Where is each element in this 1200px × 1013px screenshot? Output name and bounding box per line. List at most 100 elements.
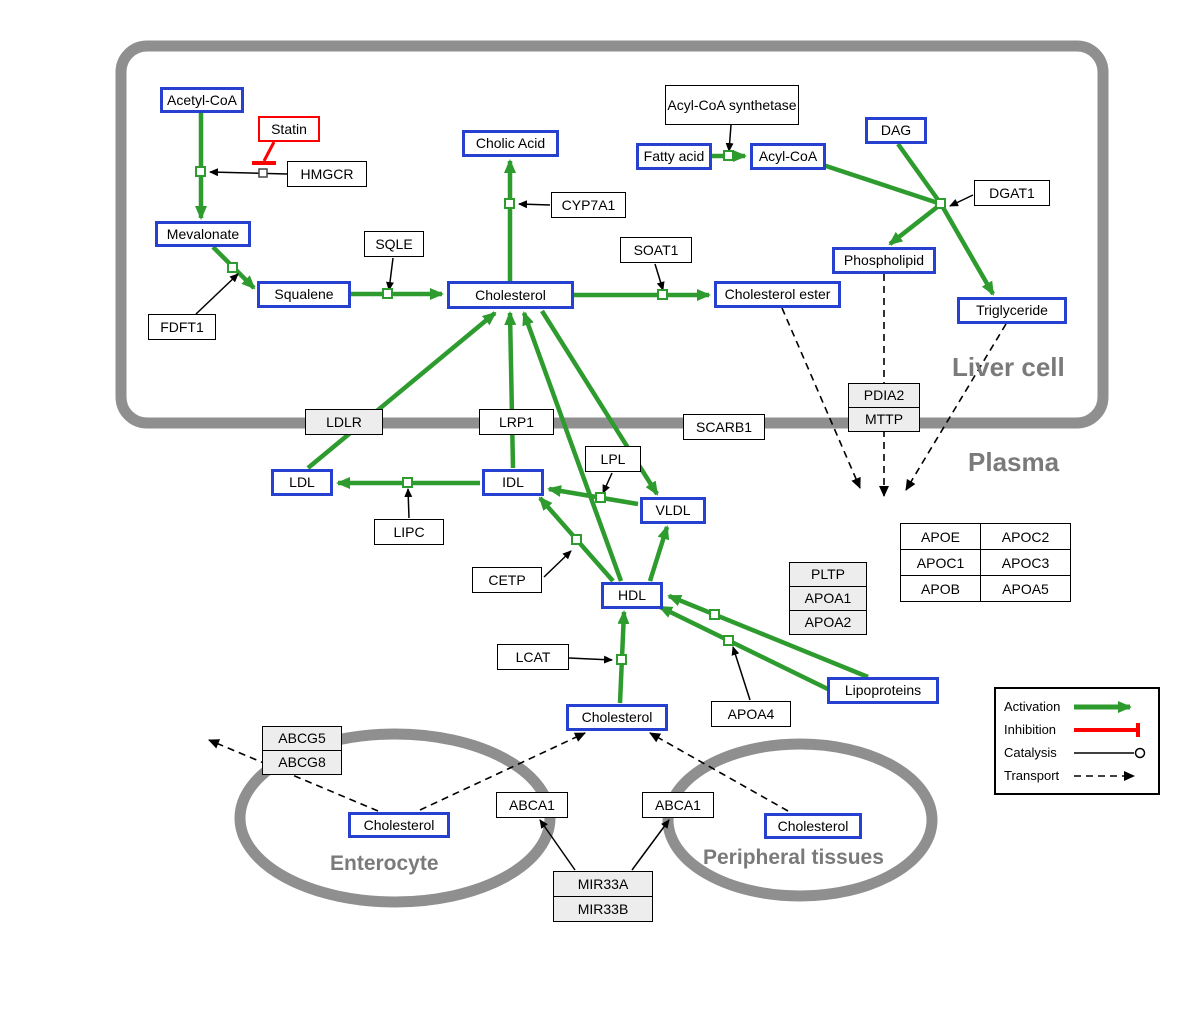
node-ldl[interactable]: LDL bbox=[271, 469, 333, 496]
node-abcg8[interactable]: ABCG8 bbox=[262, 750, 342, 775]
node-mttp[interactable]: MTTP bbox=[848, 407, 920, 432]
liver-cell-label: Liver cell bbox=[952, 352, 1065, 382]
node-fatty-acid[interactable]: Fatty acid bbox=[636, 143, 712, 170]
node-cholesterol-enterocyte[interactable]: Cholesterol bbox=[348, 812, 450, 838]
node-lpl[interactable]: LPL bbox=[585, 446, 641, 472]
node-fdft1[interactable]: FDFT1 bbox=[148, 314, 216, 340]
node-abcg5[interactable]: ABCG5 bbox=[262, 726, 342, 751]
node-pdia2[interactable]: PDIA2 bbox=[848, 383, 920, 408]
node-abca1-right[interactable]: ABCA1 bbox=[642, 792, 714, 818]
node-ldlr[interactable]: LDLR bbox=[305, 409, 383, 435]
legend-row-inhibition: Inhibition bbox=[1000, 718, 1154, 741]
anchor-statin-inhibition bbox=[258, 168, 268, 178]
edge-peripheral-cholesterol-efflux bbox=[649, 732, 789, 812]
node-idl[interactable]: IDL bbox=[482, 469, 544, 496]
edge-enterocyte-cholesterol-export bbox=[208, 739, 379, 812]
apo-cell-apoa5[interactable]: APOA5 bbox=[980, 575, 1071, 602]
edge-ldl-cholesterol bbox=[306, 311, 497, 470]
apo-cell-apoe[interactable]: APOE bbox=[900, 523, 981, 550]
anchor-cetp-reaction bbox=[571, 534, 582, 545]
catalysis-circle-icon bbox=[1074, 747, 1146, 758]
node-lipoproteins[interactable]: Lipoproteins bbox=[827, 677, 939, 704]
edge-lcat-catalysis bbox=[568, 655, 613, 664]
node-phospholipid[interactable]: Phospholipid bbox=[832, 247, 936, 274]
node-hdl[interactable]: HDL bbox=[601, 582, 663, 609]
anchor-hmgcr-reaction bbox=[195, 166, 206, 177]
node-acyl-coa-synthetase[interactable]: Acyl-CoA synthetase bbox=[665, 85, 799, 125]
anchor-pltp-reaction bbox=[709, 609, 720, 620]
edge-acylcoasynthetase-catalysis bbox=[725, 124, 734, 152]
apo-cell-apob[interactable]: APOB bbox=[900, 575, 981, 602]
node-cholesterol-liver[interactable]: Cholesterol bbox=[447, 281, 574, 309]
node-sqle[interactable]: SQLE bbox=[364, 231, 424, 257]
edge-statin-inhibition bbox=[262, 141, 276, 162]
edge-hdl-cholesterol bbox=[521, 311, 624, 582]
peripheral-tissues-label: Peripheral tissues bbox=[703, 846, 884, 869]
apo-cell-apoc1[interactable]: APOC1 bbox=[900, 549, 981, 576]
edge-hdl-vldl bbox=[647, 525, 670, 582]
node-cyp7a1[interactable]: CYP7A1 bbox=[551, 192, 626, 218]
anchor-acylcoasynthetase-reaction bbox=[723, 150, 734, 161]
node-mevalonate[interactable]: Mevalonate bbox=[155, 221, 251, 247]
node-apoa4[interactable]: APOA4 bbox=[711, 701, 791, 727]
legend-row-catalysis: Catalysis bbox=[1000, 741, 1154, 764]
anchor-lcat-reaction bbox=[616, 654, 627, 665]
anchor-apoa4-reaction bbox=[723, 635, 734, 646]
edge-triglyceride-secretion bbox=[905, 323, 1007, 491]
node-dgat1[interactable]: DGAT1 bbox=[974, 180, 1050, 206]
apolipoprotein-table: APOE APOC2 APOC1 APOC3 APOB APOA5 bbox=[900, 523, 1071, 602]
node-soat1[interactable]: SOAT1 bbox=[620, 237, 692, 263]
node-cholesterol-ester[interactable]: Cholesterol ester bbox=[714, 281, 841, 308]
node-cholic-acid[interactable]: Cholic Acid bbox=[462, 130, 559, 157]
edge-hmgcr-catalysis bbox=[209, 168, 288, 177]
anchor-cyp7a1-reaction bbox=[504, 198, 515, 209]
node-triglyceride[interactable]: Triglyceride bbox=[957, 297, 1067, 324]
node-vldl[interactable]: VLDL bbox=[640, 497, 706, 524]
node-pltp[interactable]: PLTP bbox=[789, 562, 867, 587]
edge-cholesterolester-secretion bbox=[781, 307, 861, 489]
node-apoa1[interactable]: APOA1 bbox=[789, 586, 867, 611]
node-scarb1[interactable]: SCARB1 bbox=[683, 414, 765, 440]
anchor-soat1-reaction bbox=[657, 289, 668, 300]
legend-activation-label: Activation bbox=[1004, 699, 1061, 714]
node-cholesterol-plasma[interactable]: Cholesterol bbox=[566, 704, 668, 731]
apo-cell-apoc2[interactable]: APOC2 bbox=[980, 523, 1071, 550]
node-mir33a[interactable]: MIR33A bbox=[553, 871, 653, 897]
node-lrp1[interactable]: LRP1 bbox=[479, 409, 554, 435]
apo-cell-apoc3[interactable]: APOC3 bbox=[980, 549, 1071, 576]
node-cholesterol-peripheral[interactable]: Cholesterol bbox=[764, 813, 862, 839]
legend-row-activation: Activation bbox=[1000, 695, 1154, 718]
legend: Activation Inhibition Catalysis Transpor… bbox=[994, 687, 1160, 795]
node-dag[interactable]: DAG bbox=[865, 117, 927, 144]
node-abca1-left[interactable]: ABCA1 bbox=[496, 792, 568, 818]
edge-vldl-idl bbox=[547, 485, 639, 507]
inhibition-tbar-icon bbox=[1074, 722, 1140, 737]
node-lcat[interactable]: LCAT bbox=[497, 644, 569, 670]
legend-row-transport: Transport bbox=[1000, 764, 1154, 787]
edge-apoa4-catalysis bbox=[731, 646, 751, 701]
edge-cetp-catalysis bbox=[543, 550, 572, 578]
node-cetp[interactable]: CETP bbox=[472, 567, 542, 593]
edge-mir33-abca1-right bbox=[631, 819, 670, 871]
enterocyte-membrane bbox=[234, 728, 556, 908]
edge-lipc-catalysis bbox=[404, 488, 413, 519]
anchor-sqle-reaction bbox=[382, 288, 393, 299]
node-statin[interactable]: Statin bbox=[258, 116, 320, 142]
anchor-dgat1-reaction bbox=[935, 198, 946, 209]
node-apoa2[interactable]: APOA2 bbox=[789, 610, 867, 635]
node-acetyl-coa[interactable]: Acetyl-CoA bbox=[160, 87, 244, 113]
edge-idl-cholesterol bbox=[504, 311, 517, 469]
node-mir33b[interactable]: MIR33B bbox=[553, 896, 653, 922]
node-lipc[interactable]: LIPC bbox=[374, 519, 444, 545]
anchor-fdft1-reaction bbox=[227, 262, 238, 273]
edge-lpl-catalysis bbox=[602, 472, 613, 494]
enterocyte-label: Enterocyte bbox=[330, 852, 439, 875]
legend-transport-label: Transport bbox=[1004, 768, 1060, 783]
plasma-label: Plasma bbox=[968, 447, 1060, 477]
transport-dashed-arrow-icon bbox=[1074, 770, 1135, 781]
edge-dgat1-catalysis bbox=[949, 194, 974, 207]
node-acyl-coa[interactable]: Acyl-CoA bbox=[750, 143, 826, 170]
node-hmgcr[interactable]: HMGCR bbox=[287, 161, 367, 187]
node-squalene[interactable]: Squalene bbox=[257, 281, 351, 308]
